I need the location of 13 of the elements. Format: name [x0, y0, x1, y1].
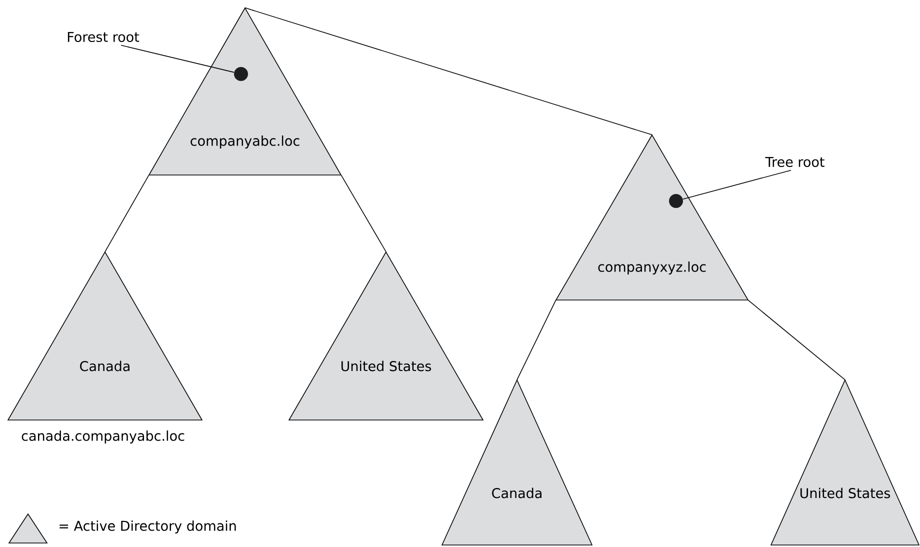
callout-label: Forest root	[68, 32, 140, 42]
root-dot	[234, 67, 248, 81]
domain-name: canada.companyabc.loc	[22, 430, 184, 444]
leader-line	[682, 170, 792, 200]
root-dot	[669, 194, 683, 208]
callout-label: Tree root	[765, 156, 824, 168]
connector-line	[340, 174, 386, 252]
leader-line	[120, 44, 234, 73]
connector-line	[104, 174, 150, 252]
connector-line	[516, 300, 556, 380]
connector-line	[748, 300, 846, 380]
legend-text: = Active Directory domain	[60, 520, 236, 534]
connector-line	[244, 7, 652, 136]
